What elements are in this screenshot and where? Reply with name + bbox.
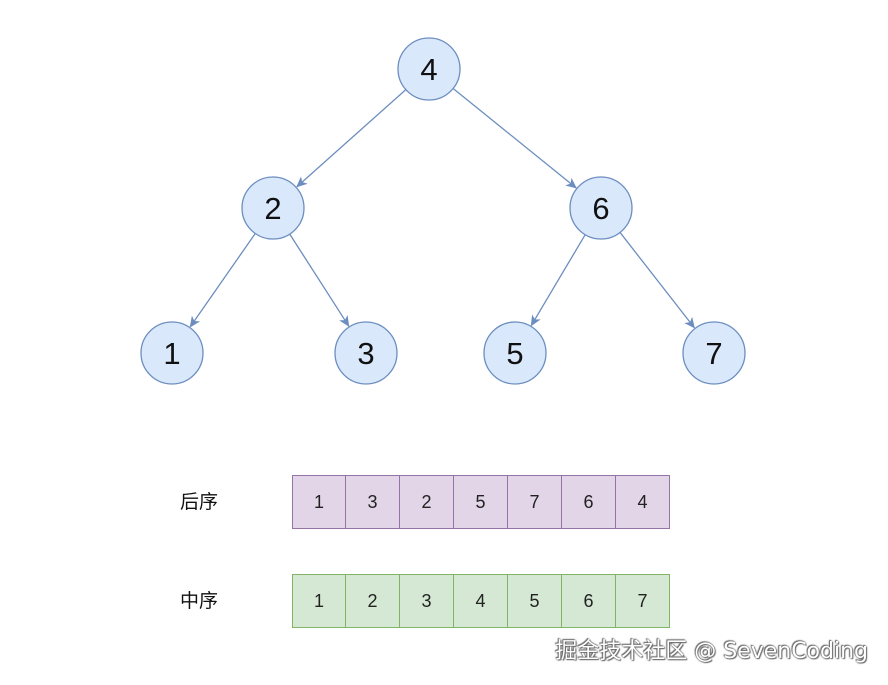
tree-node-5: 5: [483, 321, 547, 385]
tree-node-3: 3: [334, 321, 398, 385]
tree-edges: [189, 87, 695, 329]
postorder-cell: 1: [292, 475, 346, 529]
postorder-cell: 2: [400, 475, 454, 529]
tree-edge-n2-n3: [289, 233, 350, 327]
tree-edge-n6-n5: [530, 234, 586, 327]
tree-edge-n4-n2: [296, 89, 407, 188]
tree-node-circle: [334, 321, 398, 385]
tree-node-4: 4: [397, 37, 461, 101]
inorder-cell: 1: [292, 574, 346, 628]
postorder-cell: 4: [616, 475, 670, 529]
tree-edge-n2-n1: [189, 233, 256, 328]
tree-node-circle: [140, 321, 204, 385]
inorder-cell: 5: [508, 574, 562, 628]
inorder-cell: 2: [346, 574, 400, 628]
tree-node-circle: [483, 321, 547, 385]
tree-edge-n4-n6: [452, 87, 577, 189]
postorder-cell: 6: [562, 475, 616, 529]
tree-node-label: 2: [264, 191, 281, 226]
inorder-label: 中序: [180, 590, 219, 612]
inorder-cell: 6: [562, 574, 616, 628]
tree-node-label: 5: [506, 336, 523, 371]
postorder-cell: 7: [508, 475, 562, 529]
tree-node-1: 1: [140, 321, 204, 385]
tree-node-label: 7: [705, 336, 722, 371]
postorder-cell: 5: [454, 475, 508, 529]
inorder-cell: 4: [454, 574, 508, 628]
tree-node-circle: [397, 37, 461, 101]
tree-node-circle: [569, 176, 633, 240]
tree-node-2: 2: [241, 176, 305, 240]
tree-edge-n6-n7: [619, 232, 695, 329]
tree-node-circle: [241, 176, 305, 240]
postorder-cell: 3: [346, 475, 400, 529]
tree-node-6: 6: [569, 176, 633, 240]
postorder-label: 后序: [180, 491, 219, 513]
tree-nodes: 4 2 6 1 3 5 7: [140, 37, 746, 385]
inorder-cell: 3: [400, 574, 454, 628]
tree-node-label: 3: [357, 336, 374, 371]
tree-node-label: 4: [420, 52, 437, 87]
inorder-cell: 7: [616, 574, 670, 628]
tree-node-circle: [682, 321, 746, 385]
tree-node-label: 6: [592, 191, 609, 226]
tree-node-label: 1: [163, 336, 180, 371]
watermark: 掘金技术社区 @ SevenCoding: [555, 639, 868, 664]
tree-node-7: 7: [682, 321, 746, 385]
